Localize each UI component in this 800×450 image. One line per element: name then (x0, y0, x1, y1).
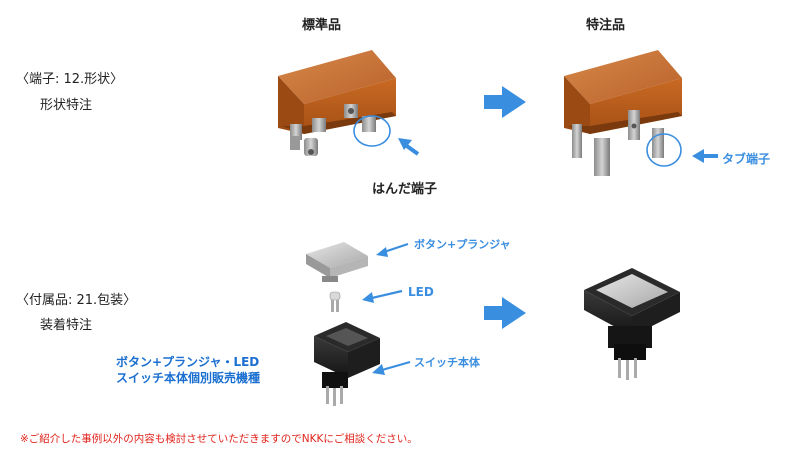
button-plunger-pointer (376, 242, 409, 257)
switch-body-pointer (372, 360, 411, 375)
button-plunger-image (306, 242, 368, 282)
led-image (329, 291, 341, 312)
accessory-subtitle: 装着特注 (40, 318, 93, 333)
led-label: LED (408, 285, 434, 299)
solder-terminal-label: はんだ端子 (372, 182, 438, 197)
standard-header: 標準品 (302, 18, 342, 33)
assembled-switch-image (584, 268, 680, 380)
tab-terminal-label: タブ端子 (722, 152, 771, 166)
solder-pointer-arrow (398, 138, 420, 156)
custom-header: 特注品 (586, 18, 626, 33)
led-pointer (362, 289, 403, 303)
tab-pointer-arrow (692, 149, 718, 163)
assembled-line-1: ボタン+プランジャ・LED (116, 355, 260, 369)
standard-relay-image (278, 50, 396, 156)
terminal-category-label: 〈端子: 12.形状〉 (16, 72, 124, 87)
assembled-line-2: スイッチ本体個別販売機種 (116, 371, 261, 385)
switch-body-label: スイッチ本体 (414, 356, 480, 369)
accessory-category-label: 〈付属品: 21.包装〉 (16, 293, 137, 308)
button-plunger-label: ボタン+プランジャ (414, 238, 511, 251)
section2-transition-arrow (484, 297, 526, 329)
footer-note: ※ご紹介した事例以外の内容も検討させていただきますのでNKKにご相談ください。 (20, 433, 418, 445)
custom-relay-image (564, 50, 682, 176)
switch-body-image (314, 322, 380, 406)
terminal-subtitle: 形状特注 (40, 98, 93, 113)
section1-transition-arrow (484, 86, 526, 118)
